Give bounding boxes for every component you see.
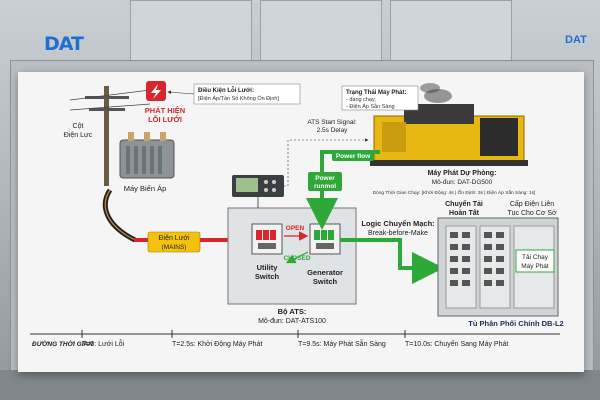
brand-logo: DAT <box>44 33 84 55</box>
transformer-label: Máy Biến Áp <box>124 184 167 193</box>
ats-signal-delay: 2.5s Delay <box>317 127 348 134</box>
transformer-icon <box>119 132 175 179</box>
desk <box>0 370 600 400</box>
mains-label-box <box>147 231 201 253</box>
generator-switch-label: Generator <box>307 268 343 277</box>
generator-status-title: Trạng Thái Máy Phát: <box>346 90 406 96</box>
generator-icon <box>370 83 528 166</box>
utility-switch-label: Switch <box>255 272 280 281</box>
mains-cable <box>102 188 137 243</box>
power-runmol-label: Power <box>315 175 335 182</box>
power-flow-label: Power flow <box>336 153 371 160</box>
ats-title: Bộ ATS: <box>278 307 307 316</box>
pole-label: Điện Lực <box>64 132 93 139</box>
logic-mode: Break-before-Make <box>368 230 428 237</box>
utility-switch-label: Utility <box>257 263 279 272</box>
brand-logo-right: DAT <box>565 34 587 46</box>
power-runmol-label: runmol <box>314 183 336 190</box>
generator-model: Mô-đun: DAT-DG500 <box>432 179 493 186</box>
timeline-event: T=9.5s: Máy Phát Sẵn Sàng <box>298 339 386 348</box>
open-label: OPEN <box>286 225 305 232</box>
generator-switch <box>309 223 341 255</box>
generator-run-time: Dòng Thời Gian Chạy: [Khởi Động: 4s | Ổn… <box>373 189 536 196</box>
transfer-done: Hoàn Tất <box>449 209 480 217</box>
transfer-done: Chuyển Tải <box>445 200 483 208</box>
utility-switch <box>251 223 283 255</box>
supply-title: Tục Cho Cơ Sở <box>507 209 557 217</box>
fault-label: LỖI LƯỚI <box>148 115 182 124</box>
closed-label: CLOSED <box>283 255 310 262</box>
power-runmol-label-box <box>308 172 342 191</box>
mains-label: Điện Lưới <box>158 235 190 242</box>
load-power-flow <box>340 238 444 284</box>
utility-pole-icon <box>69 86 151 186</box>
timeline-event: T=0: Lưới Lỗi <box>82 339 125 348</box>
fault-label: PHÁT HIỆN <box>145 106 185 115</box>
load-label: Tải Chạy <box>522 254 549 261</box>
timeline-event: T=2.5s: Khởi Động Máy Phát <box>172 340 262 348</box>
fault-indicator <box>146 81 166 101</box>
load-label: Máy Phát <box>521 263 549 270</box>
generator-switch-label: Switch <box>313 277 338 286</box>
generator-name: Máy Phát Dự Phòng: <box>428 170 497 177</box>
ats-model: Mô-đun: DAT-ATS100 <box>258 318 326 325</box>
panel-label: Tủ Phân Phối Chính DB-L2 <box>468 319 563 328</box>
pole-label: Cột <box>73 123 84 130</box>
supply-title: Cấp Điện Liên <box>510 199 554 208</box>
power-flow-label-box <box>332 150 374 161</box>
load-label-box <box>515 249 555 273</box>
timeline-title: ĐƯỜNG THỜI GIAN <box>32 339 93 348</box>
closed-arrow <box>285 251 309 264</box>
generator-status-item: - Điện Áp Sẵn Sàng <box>346 103 395 110</box>
generator-status-item: - đang chạy, <box>346 97 376 103</box>
mains-label: (MAINS) <box>162 244 187 251</box>
fault-condition-title: Điều Kiện Lỗi Lưới: <box>198 87 254 94</box>
generator-status-box <box>341 85 419 111</box>
fault-condition-detail: [Điện Áp/Tần Số Không Ổn Định] <box>198 95 279 102</box>
logic-title: Logic Chuyển Mạch: <box>361 219 434 228</box>
timeline-event: T=10.0s: Chuyển Sang Máy Phát <box>405 340 508 348</box>
ats-signal-line <box>284 138 369 187</box>
ats-signal-title: ATS Start Signal: <box>307 119 357 126</box>
